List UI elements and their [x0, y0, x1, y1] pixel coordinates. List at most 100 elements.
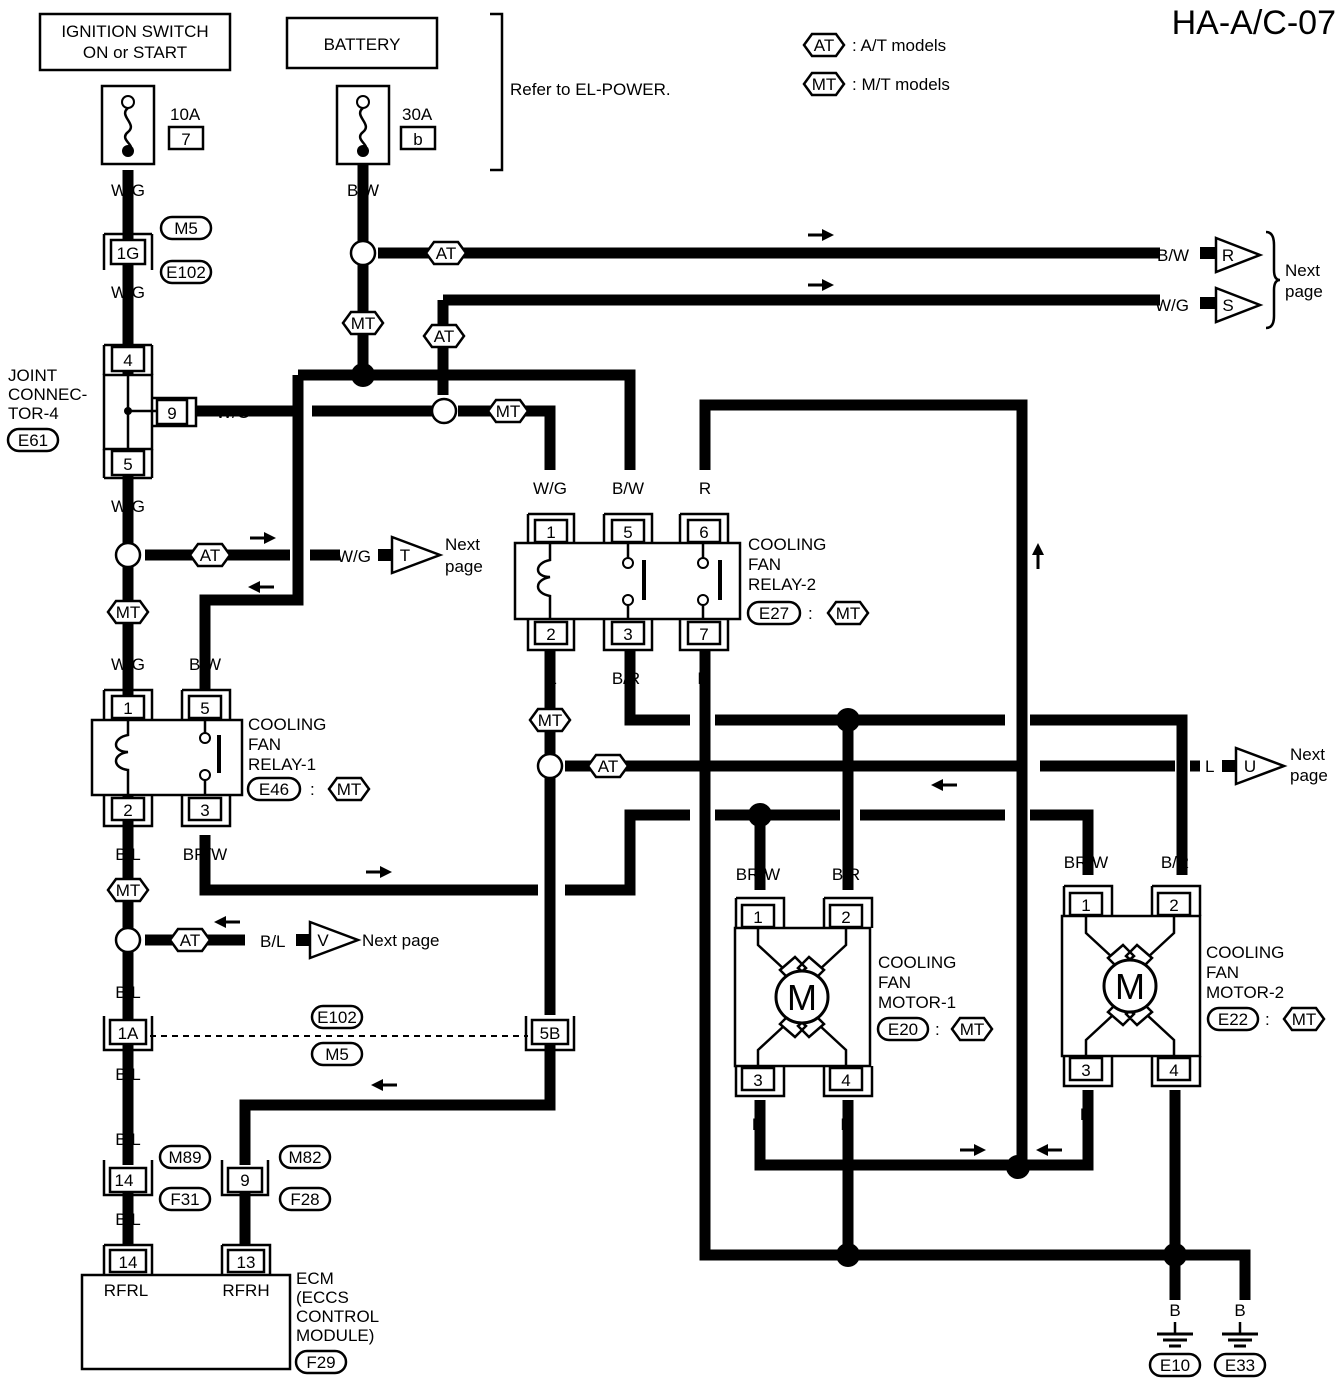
- svg-text:W/G: W/G: [1155, 296, 1189, 315]
- svg-text::: :: [935, 1020, 940, 1039]
- svg-text:5: 5: [200, 699, 209, 718]
- svg-text:F29: F29: [306, 1353, 335, 1372]
- legend-mt-text: : M/T models: [852, 75, 950, 94]
- svg-text:M5: M5: [174, 219, 198, 238]
- svg-text:2: 2: [546, 625, 555, 644]
- svg-text:5: 5: [623, 523, 632, 542]
- wire-labels: W/G B/W W/G W/G W/G W/G B/W B/L BR/W B/L…: [111, 181, 1246, 1320]
- svg-text:B/L: B/L: [115, 845, 141, 864]
- svg-text:E46: E46: [259, 780, 289, 799]
- svg-text:14: 14: [119, 1253, 138, 1272]
- ground-e10: E10: [1148, 1322, 1202, 1378]
- svg-text:E102: E102: [317, 1008, 357, 1027]
- svg-text:W/G: W/G: [337, 547, 371, 566]
- svg-text:MT: MT: [116, 881, 141, 900]
- svg-text:W/G: W/G: [111, 497, 145, 516]
- svg-text:MT: MT: [836, 604, 861, 623]
- battery-box: BATTERY: [285, 16, 439, 70]
- svg-text:E61: E61: [18, 431, 48, 450]
- ignition-switch: IGNITION SWITCH ON or START: [38, 12, 232, 72]
- svg-text:M82: M82: [288, 1148, 321, 1167]
- splice-open: [114, 541, 142, 569]
- svg-text:L: L: [545, 983, 554, 1002]
- svg-text:5B: 5B: [540, 1024, 561, 1043]
- svg-text:B/L: B/L: [260, 932, 286, 951]
- next-page-v: B/L V Next page: [260, 920, 440, 960]
- svg-text:4: 4: [123, 351, 132, 370]
- svg-text:1: 1: [123, 699, 132, 718]
- svg-text:Next: Next: [1285, 261, 1320, 280]
- svg-text:9: 9: [240, 1171, 249, 1190]
- svg-text:V: V: [317, 931, 329, 950]
- splice-open: [430, 397, 458, 425]
- fuse-30a: 30A b: [335, 84, 437, 166]
- svg-text:4: 4: [841, 1071, 850, 1090]
- svg-text:BR/W: BR/W: [1064, 853, 1108, 872]
- connector-14: 14 M89 F31: [102, 1144, 212, 1212]
- svg-text:COOLING: COOLING: [878, 953, 956, 972]
- svg-text:MT: MT: [337, 780, 362, 799]
- svg-text:FAN: FAN: [878, 973, 911, 992]
- svg-text:CONNEC-: CONNEC-: [8, 385, 87, 404]
- svg-text:B/L: B/L: [115, 1130, 141, 1149]
- next-page-s: W/G S: [1155, 286, 1264, 324]
- svg-text:L: L: [545, 1065, 554, 1084]
- svg-text:MT: MT: [351, 314, 376, 333]
- joint-connector-4: 4 5 9 JOINT CONNEC- TOR-4 E61: [6, 343, 198, 480]
- legend-at-tag: AT: [814, 36, 834, 55]
- svg-text:1: 1: [753, 908, 762, 927]
- splice-dot: [748, 803, 772, 827]
- svg-text:E22: E22: [1218, 1010, 1248, 1029]
- svg-text:JOINT: JOINT: [8, 366, 57, 385]
- ground-e33: E33: [1213, 1322, 1267, 1378]
- svg-text:RELAY-2: RELAY-2: [748, 575, 816, 594]
- svg-text:RELAY-1: RELAY-1: [248, 755, 316, 774]
- svg-text:COOLING: COOLING: [748, 535, 826, 554]
- svg-text:10A: 10A: [170, 105, 201, 124]
- svg-text:30A: 30A: [402, 105, 433, 124]
- svg-text:B/W: B/W: [1157, 246, 1189, 265]
- svg-text:9: 9: [167, 404, 176, 423]
- junctions: [114, 239, 1187, 1267]
- svg-text:7: 7: [699, 625, 708, 644]
- splice-dot: [836, 708, 860, 732]
- svg-text:RFRL: RFRL: [104, 1281, 148, 1300]
- svg-text:2: 2: [1169, 896, 1178, 915]
- svg-text:R: R: [752, 1115, 764, 1134]
- svg-text:M89: M89: [168, 1148, 201, 1167]
- svg-text:7: 7: [181, 130, 190, 149]
- cooling-fan-relay-1: 1 5 2 3 COOLING FAN RELAY-1 E46 : MT: [90, 688, 371, 828]
- svg-text:MODULE): MODULE): [296, 1326, 374, 1345]
- svg-text:ECM: ECM: [296, 1269, 334, 1288]
- svg-text:W/G: W/G: [216, 403, 250, 422]
- cooling-fan-motor-1: 1 2 M 3 4 COOLING FAN MOTOR-1 E20 : MT: [733, 896, 994, 1098]
- svg-text:B/L: B/L: [115, 1210, 141, 1229]
- svg-text:W/G: W/G: [111, 283, 145, 302]
- svg-text:R: R: [1080, 1105, 1092, 1124]
- svg-text:B: B: [1234, 1301, 1245, 1320]
- svg-text:BR/W: BR/W: [183, 845, 227, 864]
- svg-text:W/G: W/G: [111, 655, 145, 674]
- svg-text:TOR-4: TOR-4: [8, 404, 59, 423]
- refer-bracket: [490, 12, 504, 172]
- svg-text:L: L: [1205, 757, 1214, 776]
- svg-text:4: 4: [1169, 1061, 1178, 1080]
- svg-text:B/L: B/L: [115, 1065, 141, 1084]
- svg-text:M: M: [1115, 966, 1145, 1007]
- ecm: 14 13 RFRL RFRH ECM (ECCS CONTROL MODULE…: [80, 1243, 379, 1375]
- svg-text:AT: AT: [434, 327, 454, 346]
- svg-text:2: 2: [841, 908, 850, 927]
- svg-text:L: L: [240, 1130, 249, 1149]
- splice-open: [536, 752, 564, 780]
- svg-text:MOTOR-2: MOTOR-2: [1206, 983, 1284, 1002]
- page-id: HA-A/C-07: [1172, 4, 1336, 42]
- svg-text:BATTERY: BATTERY: [324, 35, 401, 54]
- svg-text:FAN: FAN: [1206, 963, 1239, 982]
- svg-text::: :: [808, 604, 813, 623]
- svg-text:S: S: [1222, 296, 1233, 315]
- svg-text:R: R: [1222, 246, 1234, 265]
- cooling-fan-motor-2: 1 2 M 3 4 COOLING FAN MOTOR-2 E22 : MT: [1060, 884, 1326, 1088]
- svg-text:2: 2: [123, 801, 132, 820]
- svg-text:1A: 1A: [118, 1024, 139, 1043]
- connector-9: 9 M82 F28: [220, 1144, 332, 1212]
